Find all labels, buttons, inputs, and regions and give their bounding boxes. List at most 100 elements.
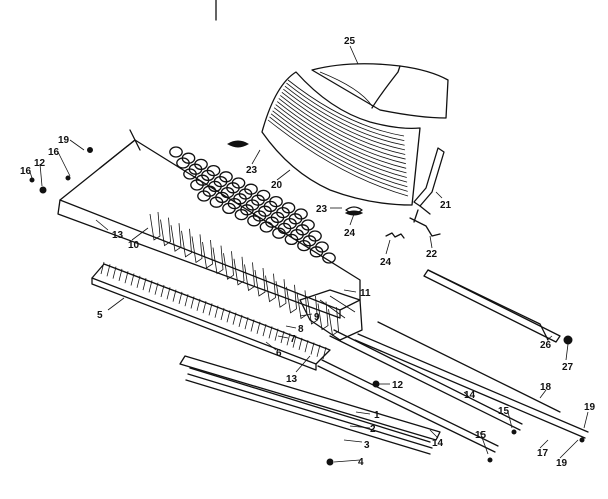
pad-23-right <box>344 210 364 216</box>
label-1: 1 <box>374 410 380 421</box>
spring-24-lower <box>385 232 405 239</box>
upper-bar-26 <box>423 269 573 345</box>
key-button <box>322 252 336 264</box>
comb-tooth <box>136 275 141 288</box>
label-23b: 23 <box>316 204 328 215</box>
comb-tooth <box>316 344 321 357</box>
key-lever <box>254 267 266 297</box>
key-button <box>309 246 324 258</box>
label-21: 21 <box>440 200 452 211</box>
comb-tooth <box>274 328 279 341</box>
comb-tooth <box>232 312 237 325</box>
comb-tooth <box>214 305 219 318</box>
label-13a: 13 <box>112 230 124 241</box>
comb-tooth <box>244 317 249 330</box>
comb-tooth <box>226 310 231 323</box>
label-13b: 13 <box>286 374 298 385</box>
key-button <box>259 221 274 233</box>
key-button <box>222 202 236 215</box>
label-15b: 15 <box>475 430 487 441</box>
key-button <box>197 190 211 202</box>
cover-shield <box>311 63 449 119</box>
key-lever <box>265 273 276 303</box>
label-10: 10 <box>128 240 140 251</box>
comb-tooth <box>250 319 255 332</box>
label-14a: 14 <box>464 390 476 401</box>
label-14b: 14 <box>432 438 444 449</box>
key-lever <box>328 307 339 336</box>
label-5: 5 <box>97 310 103 321</box>
label-17: 17 <box>537 448 549 459</box>
key-lever <box>307 295 318 325</box>
label-3: 3 <box>364 440 370 451</box>
part-number-labels: 25 23 20 23 24 24 21 22 19 16 12 16 13 1… <box>20 36 596 469</box>
typebar-line <box>280 95 406 160</box>
comb-tooth <box>304 340 309 353</box>
typebar-line <box>270 113 408 188</box>
key-lever <box>233 256 245 286</box>
typebar-line <box>269 116 408 192</box>
label-7: 7 <box>290 334 296 345</box>
label-4: 4 <box>358 457 364 468</box>
key-lever <box>202 239 213 269</box>
key-lever <box>317 301 329 331</box>
comb-tooth <box>298 337 303 350</box>
label-16b: 16 <box>20 166 32 177</box>
comb-tooth <box>202 301 207 314</box>
key-button <box>234 208 249 221</box>
typebar-line <box>272 110 408 183</box>
label-19c: 19 <box>556 458 568 469</box>
key-button <box>247 215 261 227</box>
key-button <box>183 168 197 180</box>
comb-tooth <box>154 282 159 295</box>
pin-19-right <box>579 437 585 443</box>
label-22: 22 <box>426 249 438 260</box>
typebar-line <box>278 98 406 165</box>
label-27: 27 <box>562 362 574 373</box>
label-6: 6 <box>276 348 282 359</box>
pin-15-b <box>487 457 493 463</box>
comb-tooth <box>184 294 189 307</box>
key-button <box>272 227 286 239</box>
label-12b: 12 <box>392 380 404 391</box>
comb-tooth <box>262 324 267 337</box>
comb-tooth <box>172 289 177 302</box>
key-lever <box>149 211 161 241</box>
label-15a: 15 <box>498 406 510 417</box>
label-11: 11 <box>360 288 371 299</box>
comb-tooth <box>130 273 135 286</box>
comb-tooth <box>166 287 171 300</box>
key-buttons <box>169 146 336 264</box>
label-8: 8 <box>298 324 304 335</box>
label-9: 9 <box>314 312 320 323</box>
key-button <box>190 179 204 191</box>
key-button <box>209 196 224 208</box>
comb-tooth <box>142 278 147 291</box>
pad-23-left <box>227 140 249 148</box>
screw-16-right <box>65 175 71 181</box>
comb-tooth <box>292 335 297 348</box>
comb-tooth <box>310 342 315 355</box>
key-lever <box>181 228 192 258</box>
pin-15-a <box>511 429 517 435</box>
label-18: 18 <box>540 382 552 393</box>
label-20: 20 <box>271 180 283 191</box>
screw-16-left <box>29 177 35 183</box>
key-lever <box>160 217 171 247</box>
typebar-line <box>286 82 405 142</box>
label-24a: 24 <box>344 228 356 239</box>
label-24b: 24 <box>380 257 392 268</box>
linkage-assembly <box>299 289 363 341</box>
key-lever <box>212 245 224 275</box>
rail-rods <box>317 321 589 453</box>
key-lever <box>275 279 287 308</box>
key-lever <box>223 251 234 280</box>
screw-12 <box>39 186 47 194</box>
typebar-line <box>267 119 409 197</box>
key-lever <box>286 284 297 314</box>
key-button <box>297 239 311 252</box>
comb-tooth <box>106 264 111 277</box>
small-lever <box>409 209 441 237</box>
